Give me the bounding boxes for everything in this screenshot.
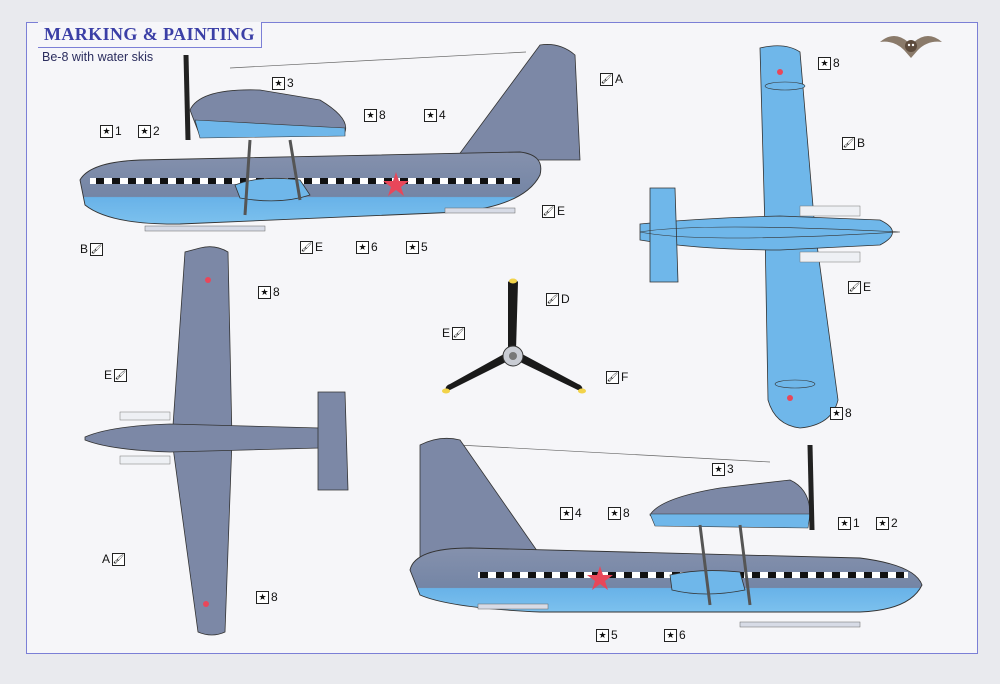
propeller bbox=[442, 278, 586, 394]
paint-icon: 🖌 bbox=[90, 242, 104, 256]
callout-top-8: ★8 bbox=[818, 56, 840, 70]
paint-icon: 🖌 bbox=[112, 552, 126, 566]
decal-icon: ★ bbox=[876, 516, 889, 530]
page-subtitle: Be-8 with water skis bbox=[42, 50, 154, 64]
decal-icon: ★ bbox=[830, 406, 843, 420]
callout-bottom-8: ★8 bbox=[258, 285, 280, 299]
callout-side1-6: ★6 bbox=[356, 240, 378, 254]
decal-icon: ★ bbox=[608, 506, 621, 520]
decal-icon: ★ bbox=[424, 108, 437, 122]
decal-icon: ★ bbox=[138, 124, 151, 138]
callout-bottom-A: A🖌 bbox=[102, 552, 126, 566]
decal-icon: ★ bbox=[272, 76, 285, 90]
callout-side1-E: 🖌E bbox=[542, 204, 566, 218]
owl-logo-icon bbox=[880, 36, 942, 58]
callout-side2-6: ★6 bbox=[664, 628, 686, 642]
callout-bottom-E: E🖌 bbox=[104, 368, 128, 382]
decal-icon: ★ bbox=[838, 516, 851, 530]
decal-icon: ★ bbox=[256, 590, 269, 604]
decal-icon: ★ bbox=[664, 628, 677, 642]
callout-prop-D: 🖌D bbox=[546, 292, 570, 306]
callout-side2-4: ★4 bbox=[560, 506, 582, 520]
callout-bottom-8b: ★8 bbox=[256, 590, 278, 604]
paint-icon: 🖌 bbox=[848, 280, 861, 294]
paint-icon: 🖌 bbox=[114, 368, 128, 382]
callout-side1-B: B🖌 bbox=[80, 242, 104, 256]
callout-top-8b: ★8 bbox=[830, 406, 852, 420]
decal-icon: ★ bbox=[406, 240, 419, 254]
side-view-right bbox=[409, 437, 923, 628]
paint-icon: 🖌 bbox=[452, 326, 466, 340]
callout-side1-2: ★2 bbox=[138, 124, 160, 138]
decal-icon: ★ bbox=[258, 285, 271, 299]
decal-icon: ★ bbox=[560, 506, 573, 520]
callout-side1-3: ★3 bbox=[272, 76, 294, 90]
paint-icon: 🖌 bbox=[606, 370, 619, 384]
callout-prop-E: E🖌 bbox=[442, 326, 466, 340]
callout-side1-4: ★4 bbox=[424, 108, 446, 122]
decal-icon: ★ bbox=[818, 56, 831, 70]
decal-icon: ★ bbox=[356, 240, 369, 254]
decal-icon: ★ bbox=[596, 628, 609, 642]
callout-side1-A: 🖌A bbox=[600, 72, 624, 86]
paint-icon: 🖌 bbox=[600, 72, 613, 86]
decal-icon: ★ bbox=[100, 124, 113, 138]
callout-side1-E2: 🖌E bbox=[300, 240, 324, 254]
callout-side1-8: ★8 bbox=[364, 108, 386, 122]
callout-side2-2: ★2 bbox=[876, 516, 898, 530]
callout-top-B: 🖌B bbox=[842, 136, 866, 150]
decal-icon: ★ bbox=[364, 108, 377, 122]
callout-side2-8: ★8 bbox=[608, 506, 630, 520]
callout-side1-1: ★1 bbox=[100, 124, 122, 138]
page-title: MARKING & PAINTING bbox=[38, 22, 262, 48]
paint-icon: 🖌 bbox=[300, 240, 313, 254]
callout-side2-5: ★5 bbox=[596, 628, 618, 642]
top-view bbox=[639, 45, 901, 429]
callout-prop-F: 🖌F bbox=[606, 370, 629, 384]
callout-side2-1: ★1 bbox=[838, 516, 860, 530]
paint-icon: 🖌 bbox=[842, 136, 855, 150]
decal-icon: ★ bbox=[712, 462, 725, 476]
paint-icon: 🖌 bbox=[546, 292, 559, 306]
paint-icon: 🖌 bbox=[542, 204, 555, 218]
bottom-view bbox=[84, 246, 349, 636]
callout-side1-5: ★5 bbox=[406, 240, 428, 254]
callout-top-E: 🖌E bbox=[848, 280, 872, 294]
callout-side2-3: ★3 bbox=[712, 462, 734, 476]
side-view-left bbox=[79, 44, 581, 232]
